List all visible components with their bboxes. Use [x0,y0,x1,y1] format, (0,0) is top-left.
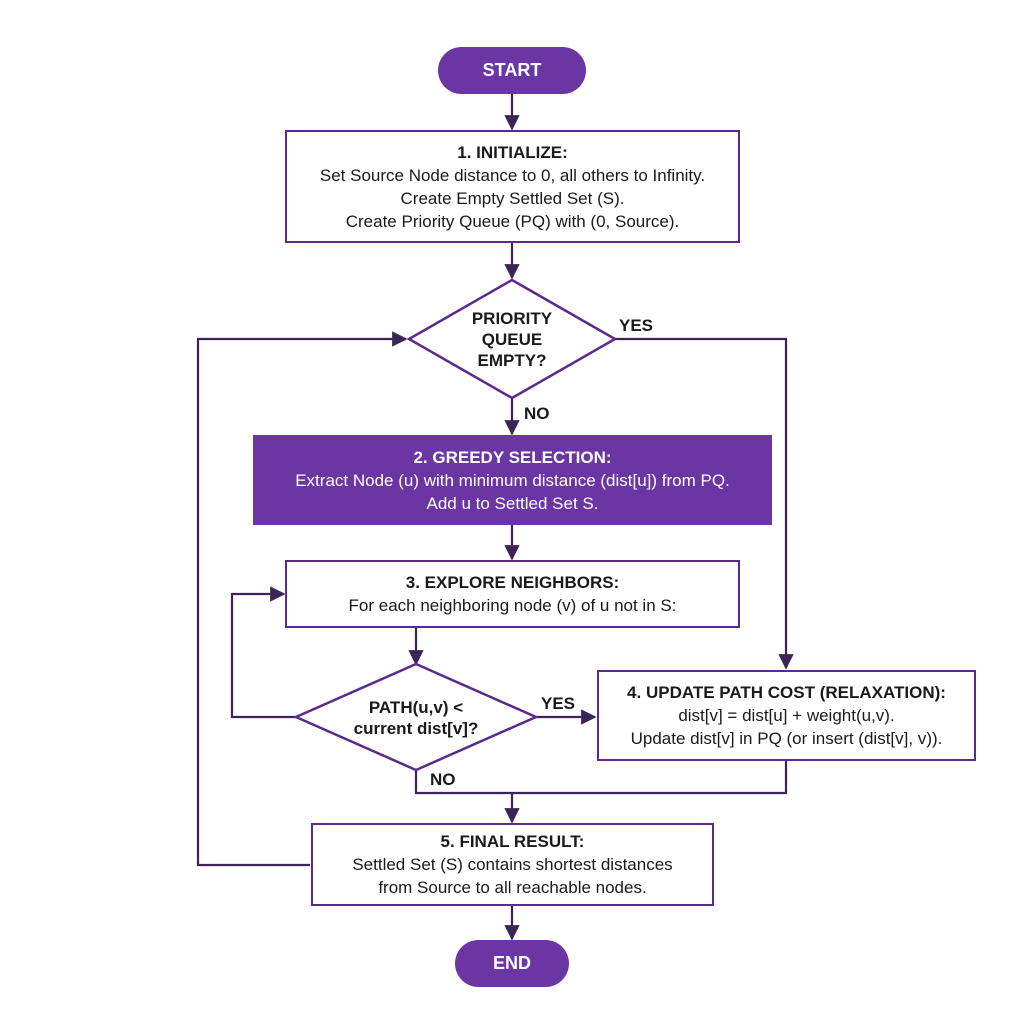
pq-decision-line-3: EMPTY? [477,350,547,370]
pq-yes-label: YES [619,316,654,335]
pq-empty-decision: PRIORITY QUEUE EMPTY? [432,306,592,372]
path-decision-line-1: PATH(u,v) < [368,698,464,717]
greedy-selection-step: 2. GREEDY SELECTION: Extract Node (u) wi… [253,435,772,525]
initialize-title: 1. INITIALIZE: [457,142,568,162]
greedy-line-1: Extract Node (u) with minimum distance (… [295,470,730,490]
edge-path-no-merge [414,761,788,795]
update-path-cost-step: 4. UPDATE PATH COST (RELAXATION): dist[v… [597,670,976,761]
edge-pq-yes-update [615,337,794,670]
explore-line-1: For each neighboring node (v) of u not i… [348,596,677,615]
initialize-line-3: Create Priority Queue (PQ) with (0, Sour… [345,211,680,231]
decision-diamond-path [292,662,540,772]
end-terminal: END [455,940,569,987]
update-line-1: dist[v] = dist[u] + weight(u,v). [678,706,895,725]
update-line-2: Update dist[v] in PQ (or insert (dist[v]… [630,729,943,748]
explore-neighbors-step: 3. EXPLORE NEIGHBORS: For each neighbori… [285,560,740,628]
final-title: 5. FINAL RESULT: [440,832,585,851]
final-line-2: from Source to all reachable nodes. [378,878,647,897]
pq-decision-line-1: PRIORITY [471,308,553,328]
path-decision-line-2: current dist[v]? [353,719,479,738]
update-title: 4. UPDATE PATH COST (RELAXATION): [627,683,946,702]
greedy-line-2: Add u to Settled Set S. [426,493,599,513]
final-result-step: 5. FINAL RESULT: Settled Set (S) contain… [311,823,714,906]
start-label: START [482,60,542,80]
explore-title: 3. EXPLORE NEIGHBORS: [405,573,620,592]
pq-decision-line-2: QUEUE [481,329,543,349]
start-terminal: START [438,47,586,94]
decision-diamond-pq [406,278,618,400]
initialize-step: 1. INITIALIZE: Set Source Node distance … [285,130,740,243]
edge-path-loop-explore [230,586,296,719]
end-label: END [492,953,531,973]
path-yes-label: YES [541,694,576,713]
final-line-1: Settled Set (S) contains shortest distan… [352,855,673,874]
path-no-label: NO [430,770,456,789]
greedy-title: 2. GREEDY SELECTION: [413,447,612,467]
initialize-line-1: Set Source Node distance to 0, all other… [319,165,706,185]
pq-no-label: NO [524,404,550,423]
edge-final-loop-pq [196,331,408,867]
initialize-line-2: Create Empty Settled Set (S). [400,188,625,208]
path-cost-decision: PATH(u,v) < current dist[v]? [326,696,506,740]
